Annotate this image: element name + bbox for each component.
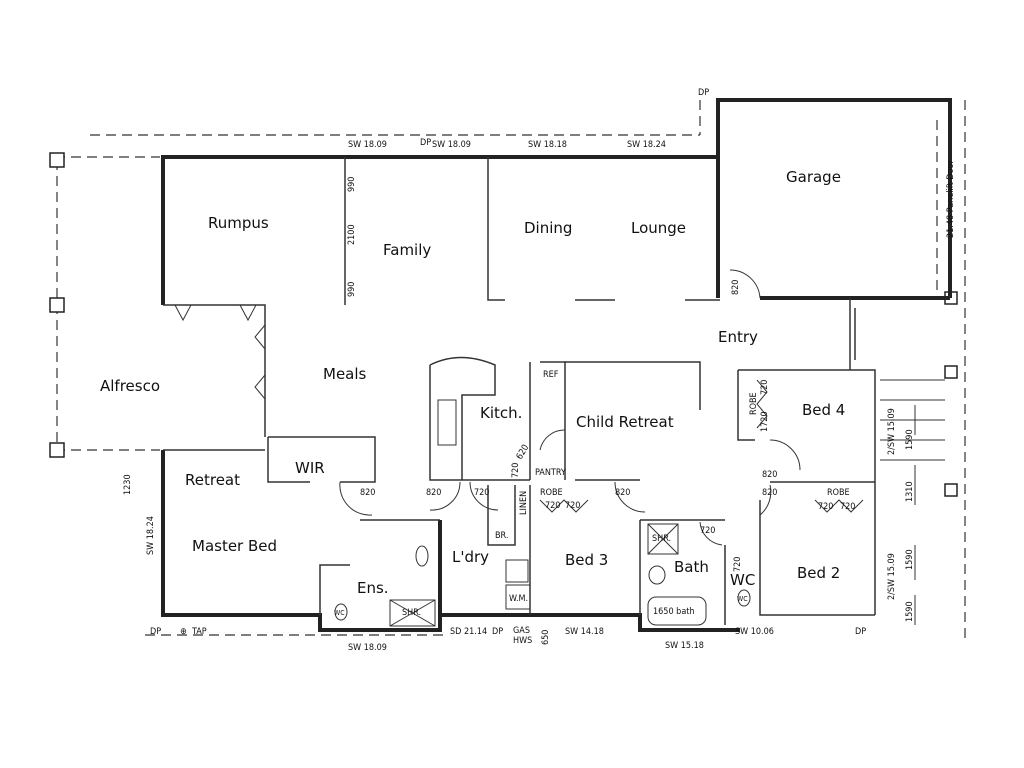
dim: 820 <box>731 280 741 295</box>
room-wir: WIR <box>295 459 325 477</box>
room-bath: Bath <box>674 558 709 576</box>
dim: 720 <box>545 501 560 511</box>
label-robe-bed4: ROBE <box>749 392 759 415</box>
dim: 720 <box>818 502 833 512</box>
downpipe: DP <box>420 138 431 148</box>
dim: 990 <box>347 177 357 192</box>
room-bed-3: Bed 3 <box>565 551 608 569</box>
window: SW 18.09 <box>432 140 471 150</box>
label-robe-bed2: ROBE <box>827 488 850 498</box>
dim: 720 <box>474 488 489 498</box>
dim: 820 <box>762 470 777 480</box>
dim: 820 <box>426 488 441 498</box>
window: 2/SW 15.09 <box>887 553 897 600</box>
label-wc-ensuite: WC <box>334 609 345 617</box>
dim: 820 <box>762 488 777 498</box>
label-ref: REF <box>543 370 559 380</box>
room-retreat: Retreat <box>185 471 240 489</box>
downpipe: DP <box>855 627 866 637</box>
fixture-labels: REF PANTRY LINEN BR. W.M. ROBE ROBE ROBE… <box>180 370 850 646</box>
room-kitchen: Kitch. <box>480 404 522 422</box>
window: 2/SW 15.09 <box>887 408 897 455</box>
label-bathtub: 1650 bath <box>653 607 695 617</box>
room-family: Family <box>383 241 431 259</box>
room-dining: Dining <box>524 219 572 237</box>
window: SD 21.14 <box>450 627 487 637</box>
downpipe: DP <box>150 627 161 637</box>
dim: 650 <box>541 630 551 645</box>
window: SW 14.18 <box>565 627 604 637</box>
dim: 820 <box>615 488 630 498</box>
room-bed-4: Bed 4 <box>802 401 845 419</box>
window: SW 15.18 <box>665 641 704 651</box>
room-ensuite: Ens. <box>357 579 389 597</box>
window: SW 18.24 <box>627 140 666 150</box>
fixtures <box>334 379 945 627</box>
room-wc: WC <box>730 571 755 589</box>
downpipe-labels: DP DP DP DP DP <box>150 88 866 637</box>
dim: 990 <box>347 282 357 297</box>
dim: 720 <box>840 502 855 512</box>
label-wc: WC <box>737 595 748 603</box>
dim: 720 <box>700 526 715 536</box>
window: SW 18.09 <box>348 643 387 653</box>
room-rumpus: Rumpus <box>208 214 269 232</box>
room-labels: Rumpus Family Dining Lounge Garage Alfre… <box>100 168 845 597</box>
room-bed-2: Bed 2 <box>797 564 840 582</box>
label-gas: GAS <box>513 626 530 636</box>
tap-icon: ⊕ <box>180 627 187 637</box>
room-meals: Meals <box>323 365 367 383</box>
window: SW 18.24 <box>146 516 156 555</box>
room-child-retreat: Child Retreat <box>576 413 674 431</box>
room-entry: Entry <box>718 328 758 346</box>
dim: 720 <box>760 380 770 395</box>
window: SW 10.06 <box>735 627 774 637</box>
dim: 1720 <box>760 411 770 432</box>
downpipe: DP <box>698 88 709 98</box>
dim: 820 <box>360 488 375 498</box>
posts <box>49 152 958 497</box>
window: SW 18.09 <box>348 140 387 150</box>
label-shower-ensuite: SHR. <box>402 608 421 618</box>
dim: 720 <box>565 501 580 511</box>
label-broom: BR. <box>495 531 508 541</box>
room-laundry: L'dry <box>452 548 489 566</box>
dim: 620 <box>515 443 531 461</box>
downpipe: DP <box>492 627 503 637</box>
dim: 1590 <box>905 601 915 622</box>
label-shower-bath: SHR. <box>652 534 671 544</box>
dim: 720 <box>511 463 521 478</box>
dim: 1590 <box>905 549 915 570</box>
dim: 1230 <box>123 474 133 495</box>
room-garage: Garage <box>786 168 841 186</box>
room-master-bed: Master Bed <box>192 537 277 555</box>
window-labels: SW 18.09 SW 18.09 SW 18.18 SW 18.24 SW 1… <box>146 140 956 653</box>
label-linen: LINEN <box>519 491 529 515</box>
window: SW 18.18 <box>528 140 567 150</box>
label-washing-machine: W.M. <box>509 594 528 604</box>
window: 21.48 Panelift Door <box>946 160 956 238</box>
room-lounge: Lounge <box>631 219 686 237</box>
label-hws: HWS <box>513 636 532 646</box>
door-swings <box>174 269 864 546</box>
dim: 1590 <box>905 429 915 450</box>
walls <box>161 98 952 632</box>
room-alfresco: Alfresco <box>100 377 160 395</box>
dim: 1310 <box>905 481 915 502</box>
dim: 2100 <box>347 224 357 245</box>
dim: 720 <box>733 557 743 572</box>
label-pantry: PANTRY <box>535 468 566 478</box>
label-robe-bed3: ROBE <box>540 488 563 498</box>
label-tap: TAP <box>191 627 207 637</box>
